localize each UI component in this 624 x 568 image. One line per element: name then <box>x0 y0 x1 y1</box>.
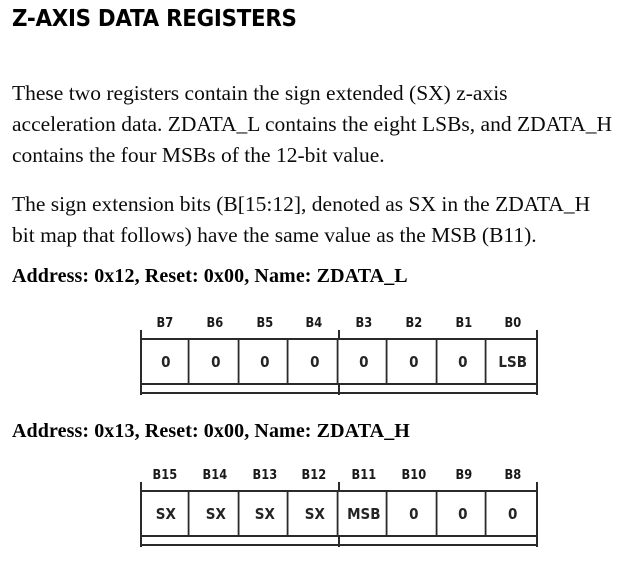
register-caption-zdata-h: Address: 0x13, Reset: 0x00, Name: ZDATA_… <box>12 420 410 442</box>
bit-label: B2 <box>405 316 422 331</box>
frame-tick-mark <box>140 384 142 395</box>
frame-tick-mark <box>536 482 538 491</box>
bit-cell: 0 <box>144 340 190 383</box>
bit-cell: 0 <box>293 340 338 383</box>
frame-tick-mark <box>536 536 538 547</box>
bit-cell: 0 <box>392 492 437 535</box>
bit-label: B6 <box>206 316 223 331</box>
register-caption-zdata-l: Address: 0x12, Reset: 0x00, Name: ZDATA_… <box>12 265 408 287</box>
bit-cell: SX <box>243 492 289 535</box>
frame-tick-mark <box>338 330 340 339</box>
bit-label: B0 <box>504 316 522 331</box>
description-paragraph-2: The sign extension bits (B[15:12], denot… <box>12 191 591 247</box>
frame-tick-mark <box>140 536 142 547</box>
frame-bottom-rule <box>140 544 538 546</box>
bit-cell: SX <box>293 492 338 535</box>
bit-label: B8 <box>504 468 522 483</box>
bit-label: B11 <box>351 468 377 483</box>
bit-label: B12 <box>301 468 327 483</box>
bit-label: B15 <box>152 468 178 483</box>
bit-label: B5 <box>256 316 273 331</box>
bit-map-zdata-l: B7 B6 B5 B4 B3 B2 B1 B0 0 0 0 0 0 0 0 LS… <box>140 316 538 395</box>
bit-label-row: B7 B6 B5 B4 B3 B2 B1 B0 <box>140 316 538 338</box>
frame-tick-mark <box>140 330 142 339</box>
bit-cell: 0 <box>441 492 487 535</box>
frame-bottom-rule <box>140 392 538 394</box>
frame-tick-mark <box>338 482 340 491</box>
bit-label: B13 <box>252 468 277 483</box>
bit-map-zdata-h: B15 B14 B13 B12 B11 B10 B9 B8 SX SX SX S… <box>140 468 538 547</box>
bit-cell: MSB <box>342 492 388 535</box>
frame-tick-mark <box>140 482 142 491</box>
bit-cell: LSB <box>497 352 527 371</box>
bit-label: B4 <box>305 316 323 331</box>
bit-label: B14 <box>202 468 227 483</box>
bit-cell-row: SX SX SX SX MSB 0 0 0 <box>140 490 538 537</box>
bit-label: B9 <box>455 468 472 483</box>
page-title: Z-AXIS DATA REGISTERS <box>12 6 297 32</box>
frame-tick-mark <box>536 330 538 339</box>
frame-tick-mark <box>338 536 340 547</box>
bit-cell: 0 <box>243 340 289 383</box>
bit-cell: 0 <box>441 340 487 383</box>
bit-cell: 0 <box>392 340 437 383</box>
bit-cell: 0 <box>342 340 388 383</box>
bit-cell: 0 <box>507 504 517 523</box>
bit-cell: 0 <box>194 340 239 383</box>
bit-label-row: B15 B14 B13 B12 B11 B10 B9 B8 <box>140 468 538 490</box>
bit-cell: SX <box>194 492 239 535</box>
bit-cell-row: 0 0 0 0 0 0 0 LSB <box>140 338 538 385</box>
description-paragraph-1: These two registers contain the sign ext… <box>12 80 612 167</box>
bit-label: B1 <box>455 316 472 331</box>
frame-tick-mark <box>536 384 538 395</box>
bit-label: B10 <box>401 468 426 483</box>
bit-label: B7 <box>156 316 174 331</box>
bit-label: B3 <box>355 316 373 331</box>
bit-cell: SX <box>144 492 190 535</box>
frame-tick-mark <box>338 384 340 395</box>
